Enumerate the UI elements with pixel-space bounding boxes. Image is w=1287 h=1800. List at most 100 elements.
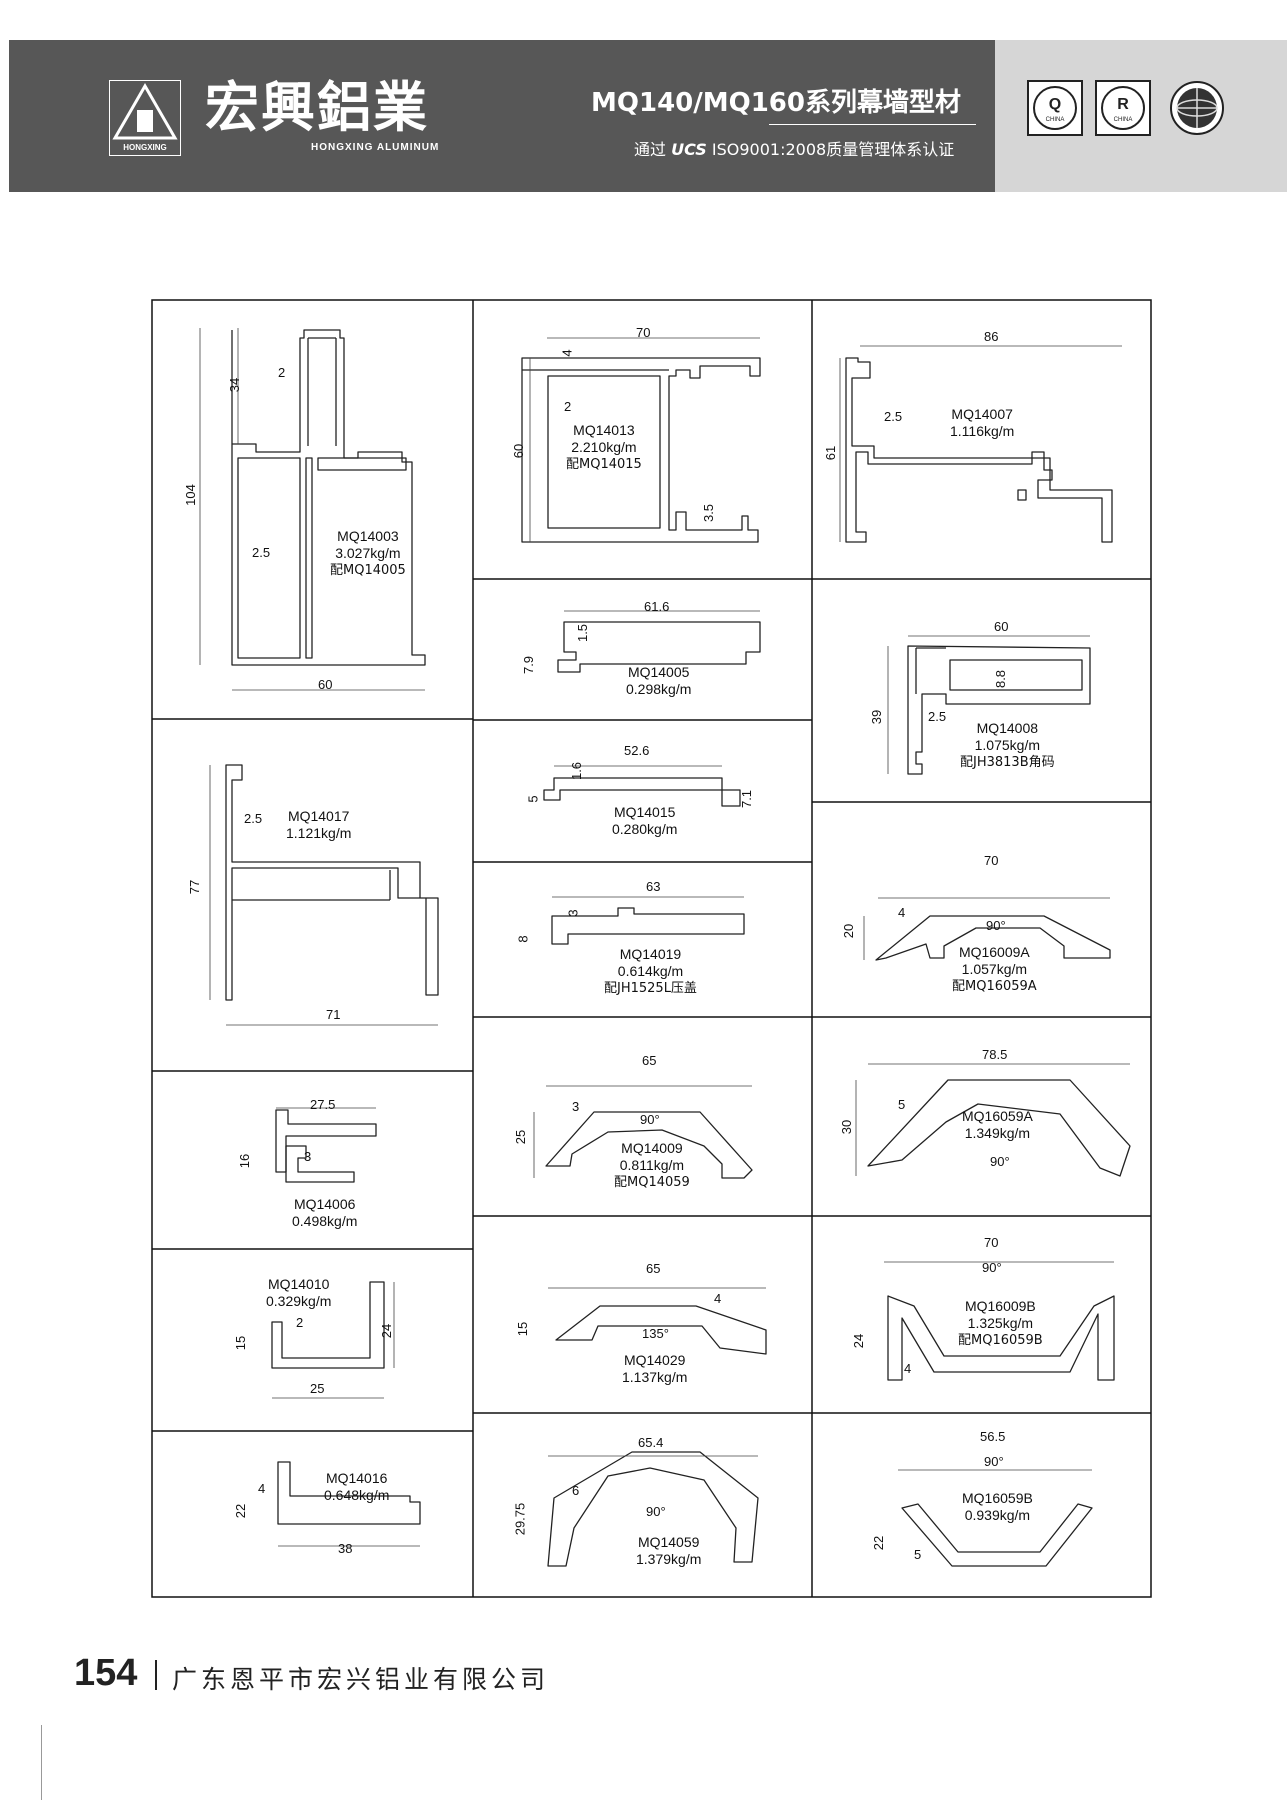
dim-mq14059-width: 65.4 bbox=[638, 1435, 664, 1450]
dim-mq14029-wall: 4 bbox=[714, 1291, 722, 1306]
dim-mq14013-width: 70 bbox=[636, 325, 651, 340]
title-underline bbox=[769, 124, 976, 125]
dim-mq14015-lip: 7.1 bbox=[739, 789, 755, 809]
dim-mq16059b-wall: 5 bbox=[914, 1547, 922, 1562]
r-china-badge-icon: R CHINA bbox=[1095, 80, 1151, 136]
angle-mq14059: 90° bbox=[646, 1504, 666, 1519]
dim-mq14019-wall: 3 bbox=[565, 909, 581, 917]
angle-mq16059a: 90° bbox=[990, 1154, 1010, 1169]
badge-r-caption: CHINA bbox=[1114, 117, 1133, 123]
profile-drawing-mq14019 bbox=[551, 907, 745, 945]
dim-mq14016-width: 38 bbox=[338, 1541, 353, 1556]
dim-mq16009b-width: 70 bbox=[984, 1235, 999, 1250]
dim-mq14010-height: 15 bbox=[233, 1335, 249, 1351]
dim-mq14013-height: 60 bbox=[511, 443, 527, 459]
dim-mq14016-height: 22 bbox=[233, 1503, 249, 1519]
dim-mq16059a-height: 30 bbox=[839, 1119, 855, 1135]
dim-mq14008-inner: 8.8 bbox=[993, 669, 1009, 689]
svg-text:HONGXING: HONGXING bbox=[123, 143, 167, 152]
brand-name-cn: 宏興鋁業 bbox=[205, 76, 429, 139]
dim-mq14003-top: 34 bbox=[227, 377, 243, 393]
company-name: 广东恩平市宏兴铝业有限公司 bbox=[172, 1665, 550, 1694]
dim-mq16059a-wall: 5 bbox=[898, 1097, 906, 1112]
badge-q-caption: CHINA bbox=[1046, 117, 1065, 123]
dim-mq16059b-width: 56.5 bbox=[980, 1429, 1006, 1444]
profile-drawing-mq14016 bbox=[277, 1461, 421, 1525]
dim-mq14006-wall: 3 bbox=[304, 1149, 312, 1164]
profile-drawing-mq16059b bbox=[901, 1503, 1093, 1567]
profile-drawing-mq16009a bbox=[875, 915, 1111, 961]
dim-mq14003-wall2: 2.5 bbox=[252, 545, 271, 560]
page-header: HONGXING 宏興鋁業 HONGXING ALUMINUM MQ140/MQ… bbox=[9, 40, 1287, 192]
dim-mq14006-width: 27.5 bbox=[310, 1097, 336, 1112]
dim-mq14005-width: 61.6 bbox=[644, 599, 670, 614]
profile-drawing-mq14013 bbox=[521, 357, 761, 543]
profile-drawing-mq16059a bbox=[867, 1079, 1131, 1177]
dim-mq14015-height: 5 bbox=[525, 795, 541, 803]
dim-mq14008-height: 39 bbox=[869, 709, 885, 725]
profile-drawing-mq14059 bbox=[547, 1451, 759, 1567]
cert-suffix: ISO9001:2008质量管理体系认证 bbox=[711, 140, 955, 159]
angle-mq14009: 90° bbox=[640, 1112, 660, 1127]
badge-r-letter: R bbox=[1117, 96, 1129, 113]
dim-mq16009a-height: 20 bbox=[841, 923, 857, 939]
dim-mq14007-height: 61 bbox=[823, 445, 839, 461]
globe-seal-icon bbox=[1170, 81, 1224, 135]
angle-mq14029: 135° bbox=[642, 1326, 669, 1341]
dim-mq14003-height: 104 bbox=[182, 484, 198, 506]
dim-mq14059-height: 29.75 bbox=[512, 1502, 528, 1536]
profile-drawing-mq14015 bbox=[543, 777, 741, 807]
cert-prefix: 通过 bbox=[634, 140, 667, 159]
profile-drawing-mq14005 bbox=[557, 621, 761, 673]
profile-drawing-mq14009 bbox=[545, 1111, 753, 1179]
dim-mq14029-width: 65 bbox=[646, 1261, 661, 1276]
dim-mq16009b-height: 24 bbox=[851, 1333, 867, 1349]
q-china-badge-icon: Q CHINA bbox=[1027, 80, 1083, 136]
hongxing-logo: HONGXING bbox=[109, 80, 181, 156]
ucs-mark: UCS bbox=[671, 140, 707, 159]
dim-mq14019-width: 63 bbox=[646, 879, 661, 894]
dim-mq14013-top: 4 bbox=[559, 349, 575, 357]
dim-mq14009-width: 65 bbox=[642, 1053, 657, 1068]
footer-divider bbox=[155, 1660, 157, 1690]
dim-mq14010-width: 25 bbox=[310, 1381, 325, 1396]
profile-drawing-mq14029 bbox=[555, 1305, 767, 1355]
profile-drawing-mq14008 bbox=[907, 645, 1091, 775]
dim-mq14015-wall: 1.6 bbox=[569, 761, 585, 781]
dim-mq14010-side: 24 bbox=[379, 1323, 395, 1339]
series-title: MQ140/MQ160系列幕墙型材 bbox=[591, 88, 961, 118]
dim-mq14015-width: 52.6 bbox=[624, 743, 650, 758]
dim-mq16009a-wall: 4 bbox=[898, 905, 906, 920]
profile-drawing-mq14006 bbox=[275, 1109, 377, 1183]
dim-mq14010-wall: 2 bbox=[296, 1315, 304, 1330]
page-edge-line bbox=[41, 1725, 42, 1800]
dim-mq14008-wall: 2.5 bbox=[928, 709, 947, 724]
profile-drawing-mq14017 bbox=[225, 764, 439, 1001]
dim-mq14016-wall: 4 bbox=[258, 1481, 266, 1496]
dim-mq14017-wall: 2.5 bbox=[244, 811, 263, 826]
dim-mq14007-width: 86 bbox=[984, 329, 999, 344]
dim-mq14059-wall: 6 bbox=[572, 1483, 580, 1498]
dim-mq14009-height: 25 bbox=[513, 1129, 529, 1145]
dim-mq14013-wall: 2 bbox=[564, 399, 572, 414]
angle-mq16059b: 90° bbox=[984, 1454, 1004, 1469]
profile-drawing-mq14007 bbox=[845, 357, 1113, 543]
dim-mq14005-wall: 1.5 bbox=[575, 623, 591, 643]
dim-mq14007-wall: 2.5 bbox=[884, 409, 903, 424]
